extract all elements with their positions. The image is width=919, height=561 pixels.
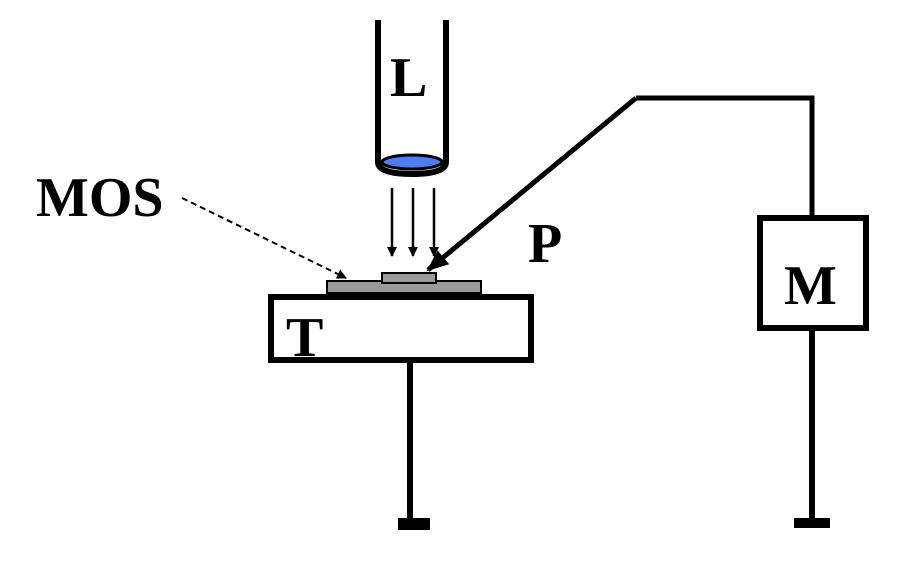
mos-gate-pad: [381, 272, 437, 284]
probe-needle: [426, 96, 638, 272]
mos-pointer: [181, 197, 347, 279]
mos-label: MOS: [36, 167, 164, 229]
meter-label: M: [784, 255, 837, 317]
lens-glass: [380, 153, 444, 171]
ground-right: [794, 518, 830, 528]
stage-table: [268, 294, 534, 363]
ground-left: [398, 518, 430, 530]
lens-label: L: [390, 47, 427, 109]
lens-tube: [375, 20, 449, 178]
light-rays: [387, 188, 439, 257]
probe-label: P: [528, 213, 562, 275]
table-label: T: [286, 307, 323, 369]
probe-wire: [636, 95, 815, 218]
